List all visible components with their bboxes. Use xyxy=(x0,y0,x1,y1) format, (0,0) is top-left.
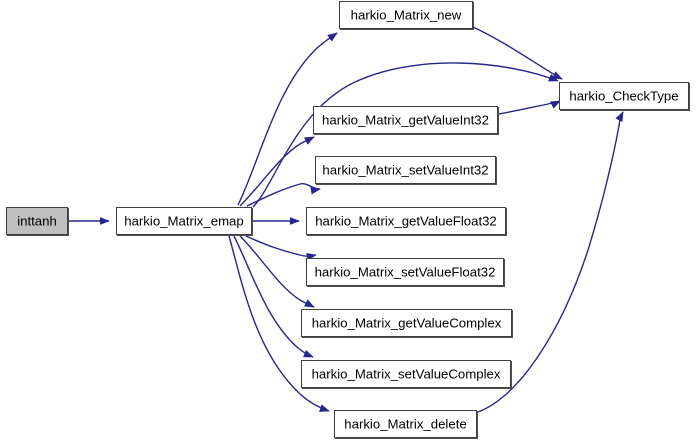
node-label: harkio_Matrix_getValueComplex xyxy=(311,315,502,331)
node-inttanh[interactable]: inttanh xyxy=(6,207,68,235)
edge-getvalueint32-to-checktype xyxy=(498,100,561,115)
node-harkio-matrix-delete[interactable]: harkio_Matrix_delete xyxy=(334,410,477,438)
node-harkio-matrix-setvalueint32[interactable]: harkio_Matrix_setValueInt32 xyxy=(315,156,496,184)
edge-emap-to-setvalueint32 xyxy=(246,182,321,207)
node-harkio-matrix-setvaluefloat32[interactable]: harkio_Matrix_setValueFloat32 xyxy=(306,258,504,286)
edge-matrix-new-to-checktype xyxy=(472,26,563,80)
node-label: harkio_Matrix_setValueComplex xyxy=(311,366,501,382)
edge-emap-to-getvalueint32 xyxy=(239,136,315,207)
edge-emap-to-delete xyxy=(228,235,330,412)
node-label: harkio_Matrix_setValueFloat32 xyxy=(314,264,496,280)
edge-emap-to-getvaluecomplex xyxy=(239,235,315,308)
node-label: harkio_Matrix_delete xyxy=(344,416,467,432)
edge-delete-to-checktype xyxy=(477,111,624,413)
node-harkio-checktype[interactable]: harkio_CheckType xyxy=(559,82,689,110)
node-label: harkio_Matrix_emap xyxy=(124,213,244,229)
edge-emap-to-setvaluefloat32 xyxy=(245,235,317,261)
node-label: harkio_CheckType xyxy=(569,88,679,104)
node-label: harkio_Matrix_getValueInt32 xyxy=(322,112,489,128)
node-label: harkio_Matrix_new xyxy=(350,7,462,23)
node-label: harkio_Matrix_getValueFloat32 xyxy=(315,213,497,229)
node-harkio-matrix-new[interactable]: harkio_Matrix_new xyxy=(339,1,473,29)
node-harkio-matrix-getvaluefloat32[interactable]: harkio_Matrix_getValueFloat32 xyxy=(306,207,506,235)
node-harkio-matrix-getvalueint32[interactable]: harkio_Matrix_getValueInt32 xyxy=(313,106,498,134)
node-harkio-matrix-getvaluecomplex[interactable]: harkio_Matrix_getValueComplex xyxy=(301,309,512,337)
node-label: harkio_Matrix_setValueInt32 xyxy=(322,162,489,178)
node-harkio-matrix-emap[interactable]: harkio_Matrix_emap xyxy=(116,207,252,235)
node-label: inttanh xyxy=(17,213,57,229)
edge-emap-to-matrix-new xyxy=(237,32,338,206)
node-harkio-matrix-setvaluecomplex[interactable]: harkio_Matrix_setValueComplex xyxy=(301,360,511,388)
edge-emap-to-setvaluecomplex xyxy=(233,235,314,358)
edge-emap-to-checktype xyxy=(252,62,559,208)
